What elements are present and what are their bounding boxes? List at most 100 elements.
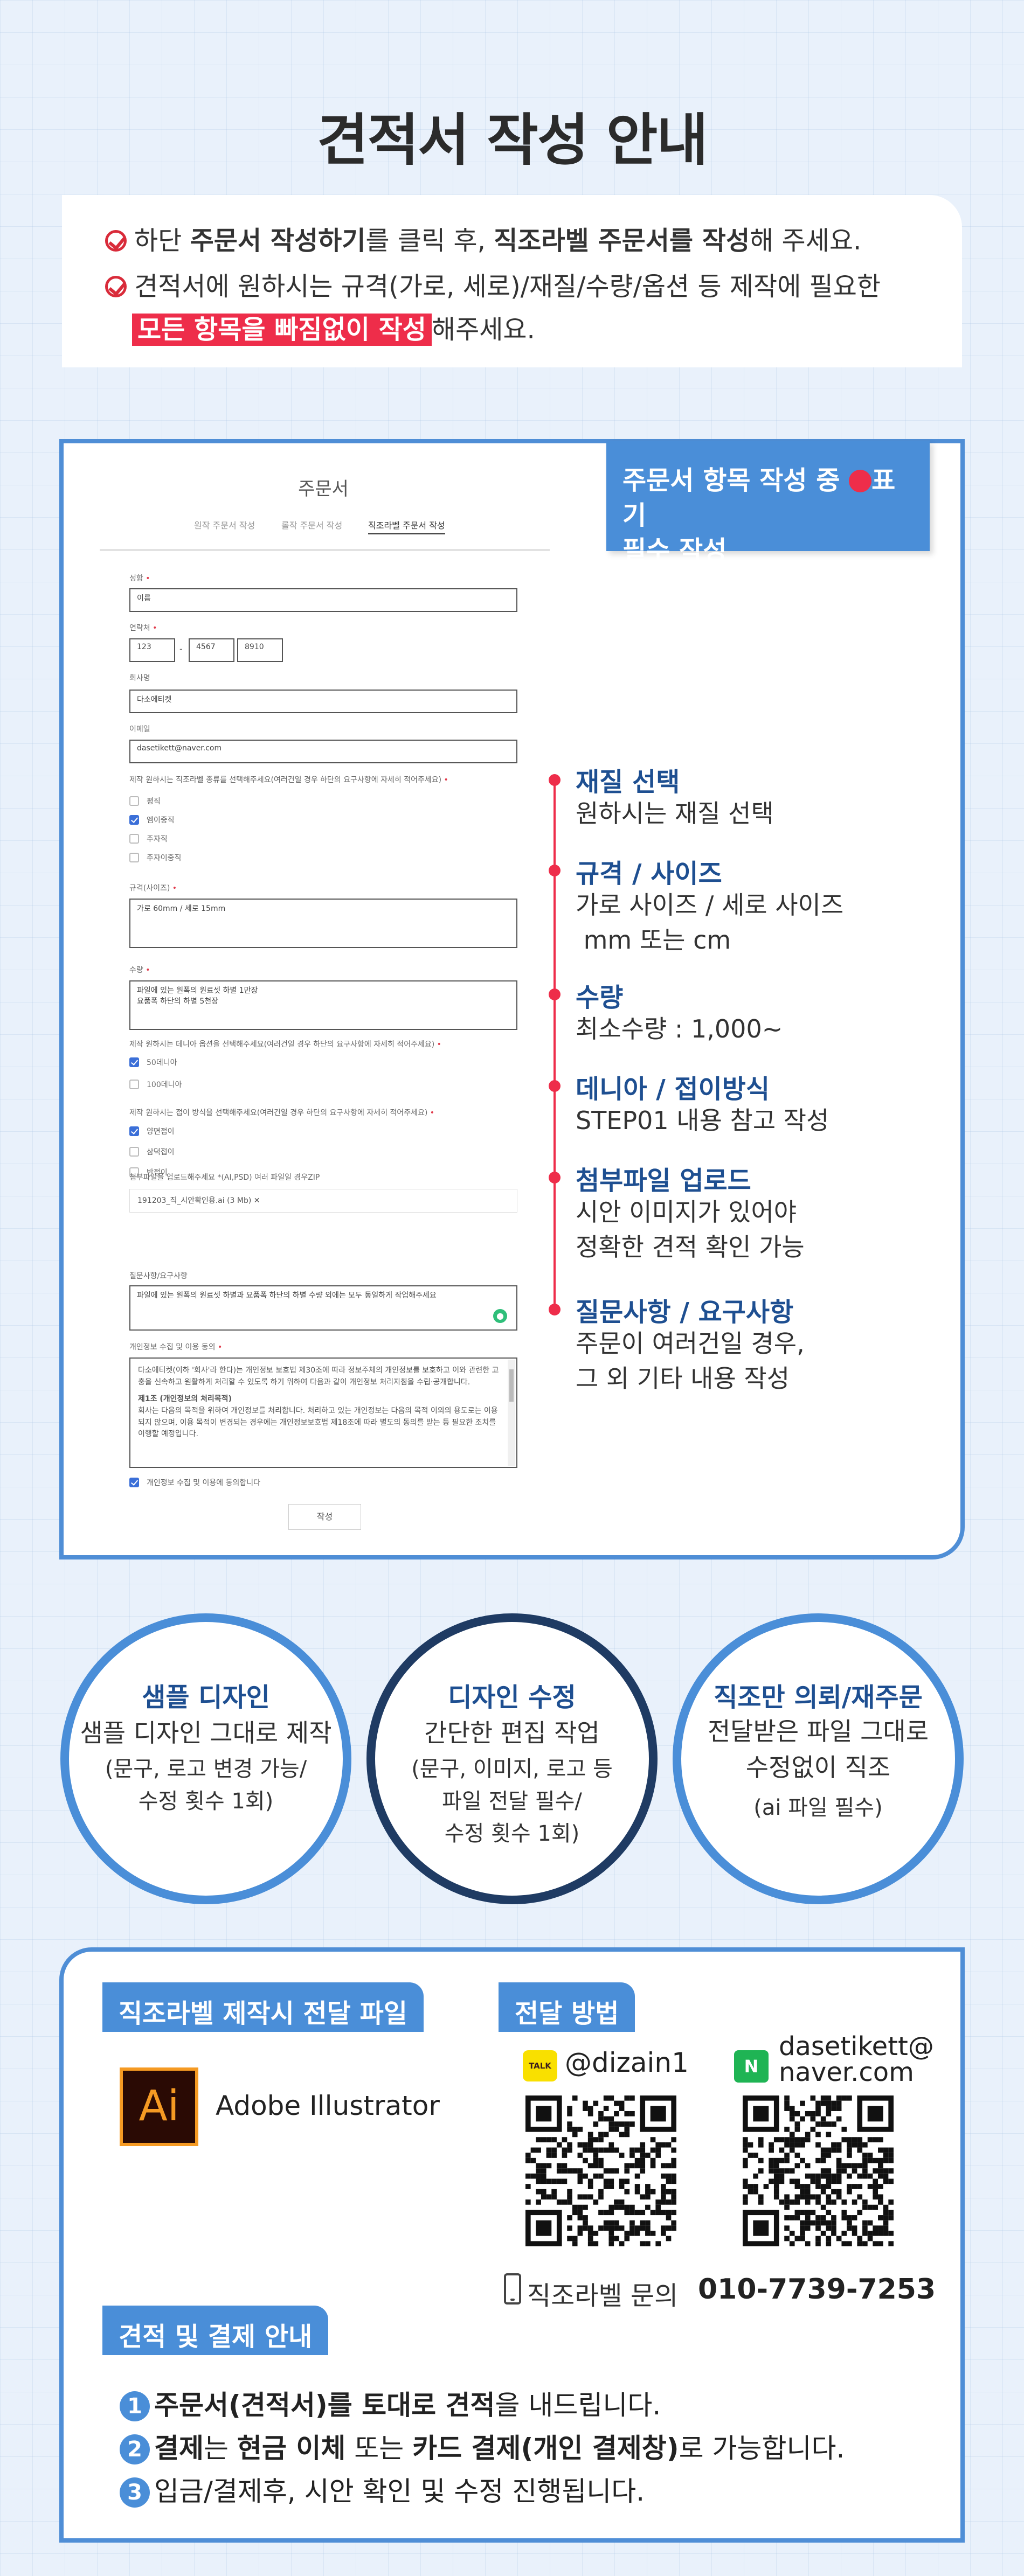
name-input[interactable]: 이름 xyxy=(129,588,517,612)
illustrator-label: Adobe Illustrator xyxy=(216,2090,440,2121)
timeline-title: 첨부파일 업로드 xyxy=(576,1166,751,1196)
timeline-line xyxy=(553,780,556,1311)
material-option[interactable]: 엠이중직 xyxy=(129,814,175,825)
tab-roll[interactable]: 롤작 주문서 작성 xyxy=(281,520,343,531)
checkbox-checked[interactable] xyxy=(129,1478,139,1487)
name-label: 성함 • xyxy=(129,574,150,583)
scrollbar[interactable] xyxy=(508,1360,515,1466)
intro-text: 해주세요. xyxy=(431,315,535,345)
checkbox[interactable] xyxy=(129,1167,139,1177)
callout-text: 필수 작성 xyxy=(622,535,727,566)
tab-woven-label[interactable]: 직조라벨 주문서 작성 xyxy=(368,518,445,534)
kakao-qr-code[interactable] xyxy=(525,2095,676,2246)
kakao-id[interactable]: @dizain1 xyxy=(565,2047,689,2078)
checkbox-checked[interactable] xyxy=(129,1057,139,1067)
page-title: 견적서 작성 안내 xyxy=(316,107,708,173)
submit-button[interactable]: 작성 xyxy=(288,1504,361,1530)
privacy-paragraph: 회사는 다음의 목적을 위하여 개인정보를 처리합니다. 처리하고 있는 개인정… xyxy=(138,1407,498,1439)
phone-input-3[interactable]: 8910 xyxy=(237,638,283,662)
size-textarea[interactable]: 가로 60mm / 세로 15mm xyxy=(129,899,517,948)
timeline-desc: 가로 사이즈 / 세로 사이즈 mm 또는 cm xyxy=(576,890,844,955)
contact-email[interactable]: dasetikett@ naver.com xyxy=(779,2031,934,2087)
intro-text: 견적서에 원하시는 규격(가로, 세로)/재질/수량/옵션 등 제작에 필요한 xyxy=(134,271,881,302)
timeline-desc: 시안 이미지가 있어야 정확한 견적 확인 가능 xyxy=(576,1198,805,1262)
circle-subtitle: 전달받은 파일 그대로 수정없이 직조 xyxy=(707,1717,929,1782)
form-title: 주문서 xyxy=(298,478,349,500)
email-label: 이메일 xyxy=(129,725,150,734)
checkbox[interactable] xyxy=(129,834,139,844)
privacy-heading: 제1조 (개인정보의 처리목적) xyxy=(138,1395,232,1404)
form-divider xyxy=(100,549,550,551)
email-qr-code[interactable] xyxy=(743,2095,894,2246)
checkbox-checked[interactable] xyxy=(129,1126,139,1136)
material-option[interactable]: 주자직 xyxy=(129,833,168,844)
checkbox[interactable] xyxy=(129,1147,139,1157)
circle-title: 디자인 수정 xyxy=(448,1682,576,1712)
circle-title: 직조만 의뢰/재주문 xyxy=(714,1682,923,1712)
timeline-title: 재질 선택 xyxy=(576,767,680,797)
timeline-desc: 최소수량 : 1,000~ xyxy=(576,1014,783,1043)
timeline-title: 수량 xyxy=(576,983,624,1013)
checkbox[interactable] xyxy=(129,796,139,806)
timeline-dot xyxy=(549,988,561,1000)
method-tag: 전달 방법 xyxy=(499,1982,635,2032)
privacy-agree[interactable]: 개인정보 수집 및 이용에 동의합니다 xyxy=(129,1477,260,1488)
check-icon xyxy=(105,276,127,297)
tab-original[interactable]: 원작 주문서 작성 xyxy=(194,520,255,531)
red-dot-icon xyxy=(849,470,872,492)
intro-box: 하단 주문서 작성하기를 클릭 후, 직조라벨 주문서를 작성해 주세요. 견적… xyxy=(62,195,962,367)
file-label: 첨부파일을 업로드해주세요 *(AI,PSD) 여러 파일일 경우ZIP xyxy=(129,1173,320,1182)
timeline-title: 질문사항 / 요구사항 xyxy=(576,1297,794,1327)
intro-line-2: 견적서에 원하시는 규격(가로, 세로)/재질/수량/옵션 등 제작에 필요한 xyxy=(105,265,881,303)
fold-option[interactable]: 양면접이 xyxy=(129,1126,175,1137)
contact-label: 직조라벨 문의 xyxy=(527,2281,679,2311)
illustrator-icon: Ai xyxy=(120,2067,198,2146)
fold-option[interactable]: 삼덕접이 xyxy=(129,1146,175,1157)
company-input[interactable]: 다소에티켓 xyxy=(129,690,517,713)
privacy-label: 개인정보 수집 및 이용 동의 • xyxy=(129,1343,223,1352)
number-badge: 1 xyxy=(120,2391,150,2421)
privacy-text[interactable]: 다소에티켓(이하 '회사'라 한다)는 개인정보 보호법 제30조에 따라 정보… xyxy=(129,1357,517,1468)
material-option[interactable]: 평직 xyxy=(129,796,161,806)
circle-title: 샘플 디자인 xyxy=(142,1682,270,1712)
callout-text: 주문서 항목 작성 중 xyxy=(622,465,849,496)
number-badge: 3 xyxy=(120,2477,150,2508)
email-input[interactable]: dasetikett@naver.com xyxy=(129,740,517,763)
checkbox[interactable] xyxy=(129,853,139,862)
checkbox-checked[interactable] xyxy=(129,815,139,825)
timeline-dot xyxy=(549,1172,561,1183)
privacy-paragraph: 다소에티켓(이하 '회사'라 한다)는 개인정보 보호법 제30조에 따라 정보… xyxy=(138,1366,499,1387)
grammar-icon: ● xyxy=(493,1309,507,1323)
request-label: 질문사항/요구사항 xyxy=(129,1272,188,1280)
denier-label: 제작 원하시는 데니아 옵션을 선택해주세요(여러건일 경우 하단의 요구사항에… xyxy=(129,1040,441,1049)
checkbox[interactable] xyxy=(129,1080,139,1089)
intro-highlight: 모든 항목을 빠짐없이 작성 xyxy=(132,314,432,346)
denier-option[interactable]: 50데니아 xyxy=(129,1057,177,1068)
denier-option[interactable]: 100데니아 xyxy=(129,1079,182,1090)
check-icon xyxy=(105,230,127,252)
material-label: 제작 원하시는 직조라벨 종류를 선택해주세요(여러건일 경우 하단의 요구사항… xyxy=(129,776,448,784)
callout-text: 표기 xyxy=(622,465,896,531)
naver-mail-icon: N xyxy=(734,2050,769,2083)
request-textarea[interactable]: 파일에 있는 원폭의 원료셋 하별과 요품폭 하단의 하별 수량 외에는 모두 … xyxy=(129,1285,517,1331)
material-option[interactable]: 주자이중직 xyxy=(129,852,181,863)
timeline-dot xyxy=(549,1080,561,1092)
phone-input-1[interactable]: 123 xyxy=(129,638,175,662)
intro-line-1: 하단 주문서 작성하기를 클릭 후, 직조라벨 주문서를 작성해 주세요. xyxy=(105,219,861,257)
kakaotalk-icon: TALK xyxy=(523,2050,557,2081)
timeline-desc: 원하시는 재질 선택 xyxy=(576,799,774,828)
required-callout: 주문서 항목 작성 중 표기 필수 작성 xyxy=(606,441,930,566)
timeline-desc: 주문이 여러건일 경우, 그 외 기타 내용 작성 xyxy=(576,1329,805,1394)
fold-option[interactable]: 반접이 xyxy=(129,1167,168,1178)
contact-number[interactable]: 010-7739-7253 xyxy=(698,2273,936,2306)
file-tag: 직조라벨 제작시 전달 파일 xyxy=(102,1982,424,2032)
phone-input-2[interactable]: 4567 xyxy=(189,638,234,662)
file-upload[interactable]: 191203_직_시안확인용.ai (3 Mb) ✕ xyxy=(129,1189,517,1213)
intro-bold: 주문서 작성하기 xyxy=(190,226,366,256)
timeline-title: 데니아 / 접이방식 xyxy=(576,1074,770,1104)
circle-note: (문구, 로고 변경 가능/ 수정 횟수 1회) xyxy=(105,1757,307,1814)
